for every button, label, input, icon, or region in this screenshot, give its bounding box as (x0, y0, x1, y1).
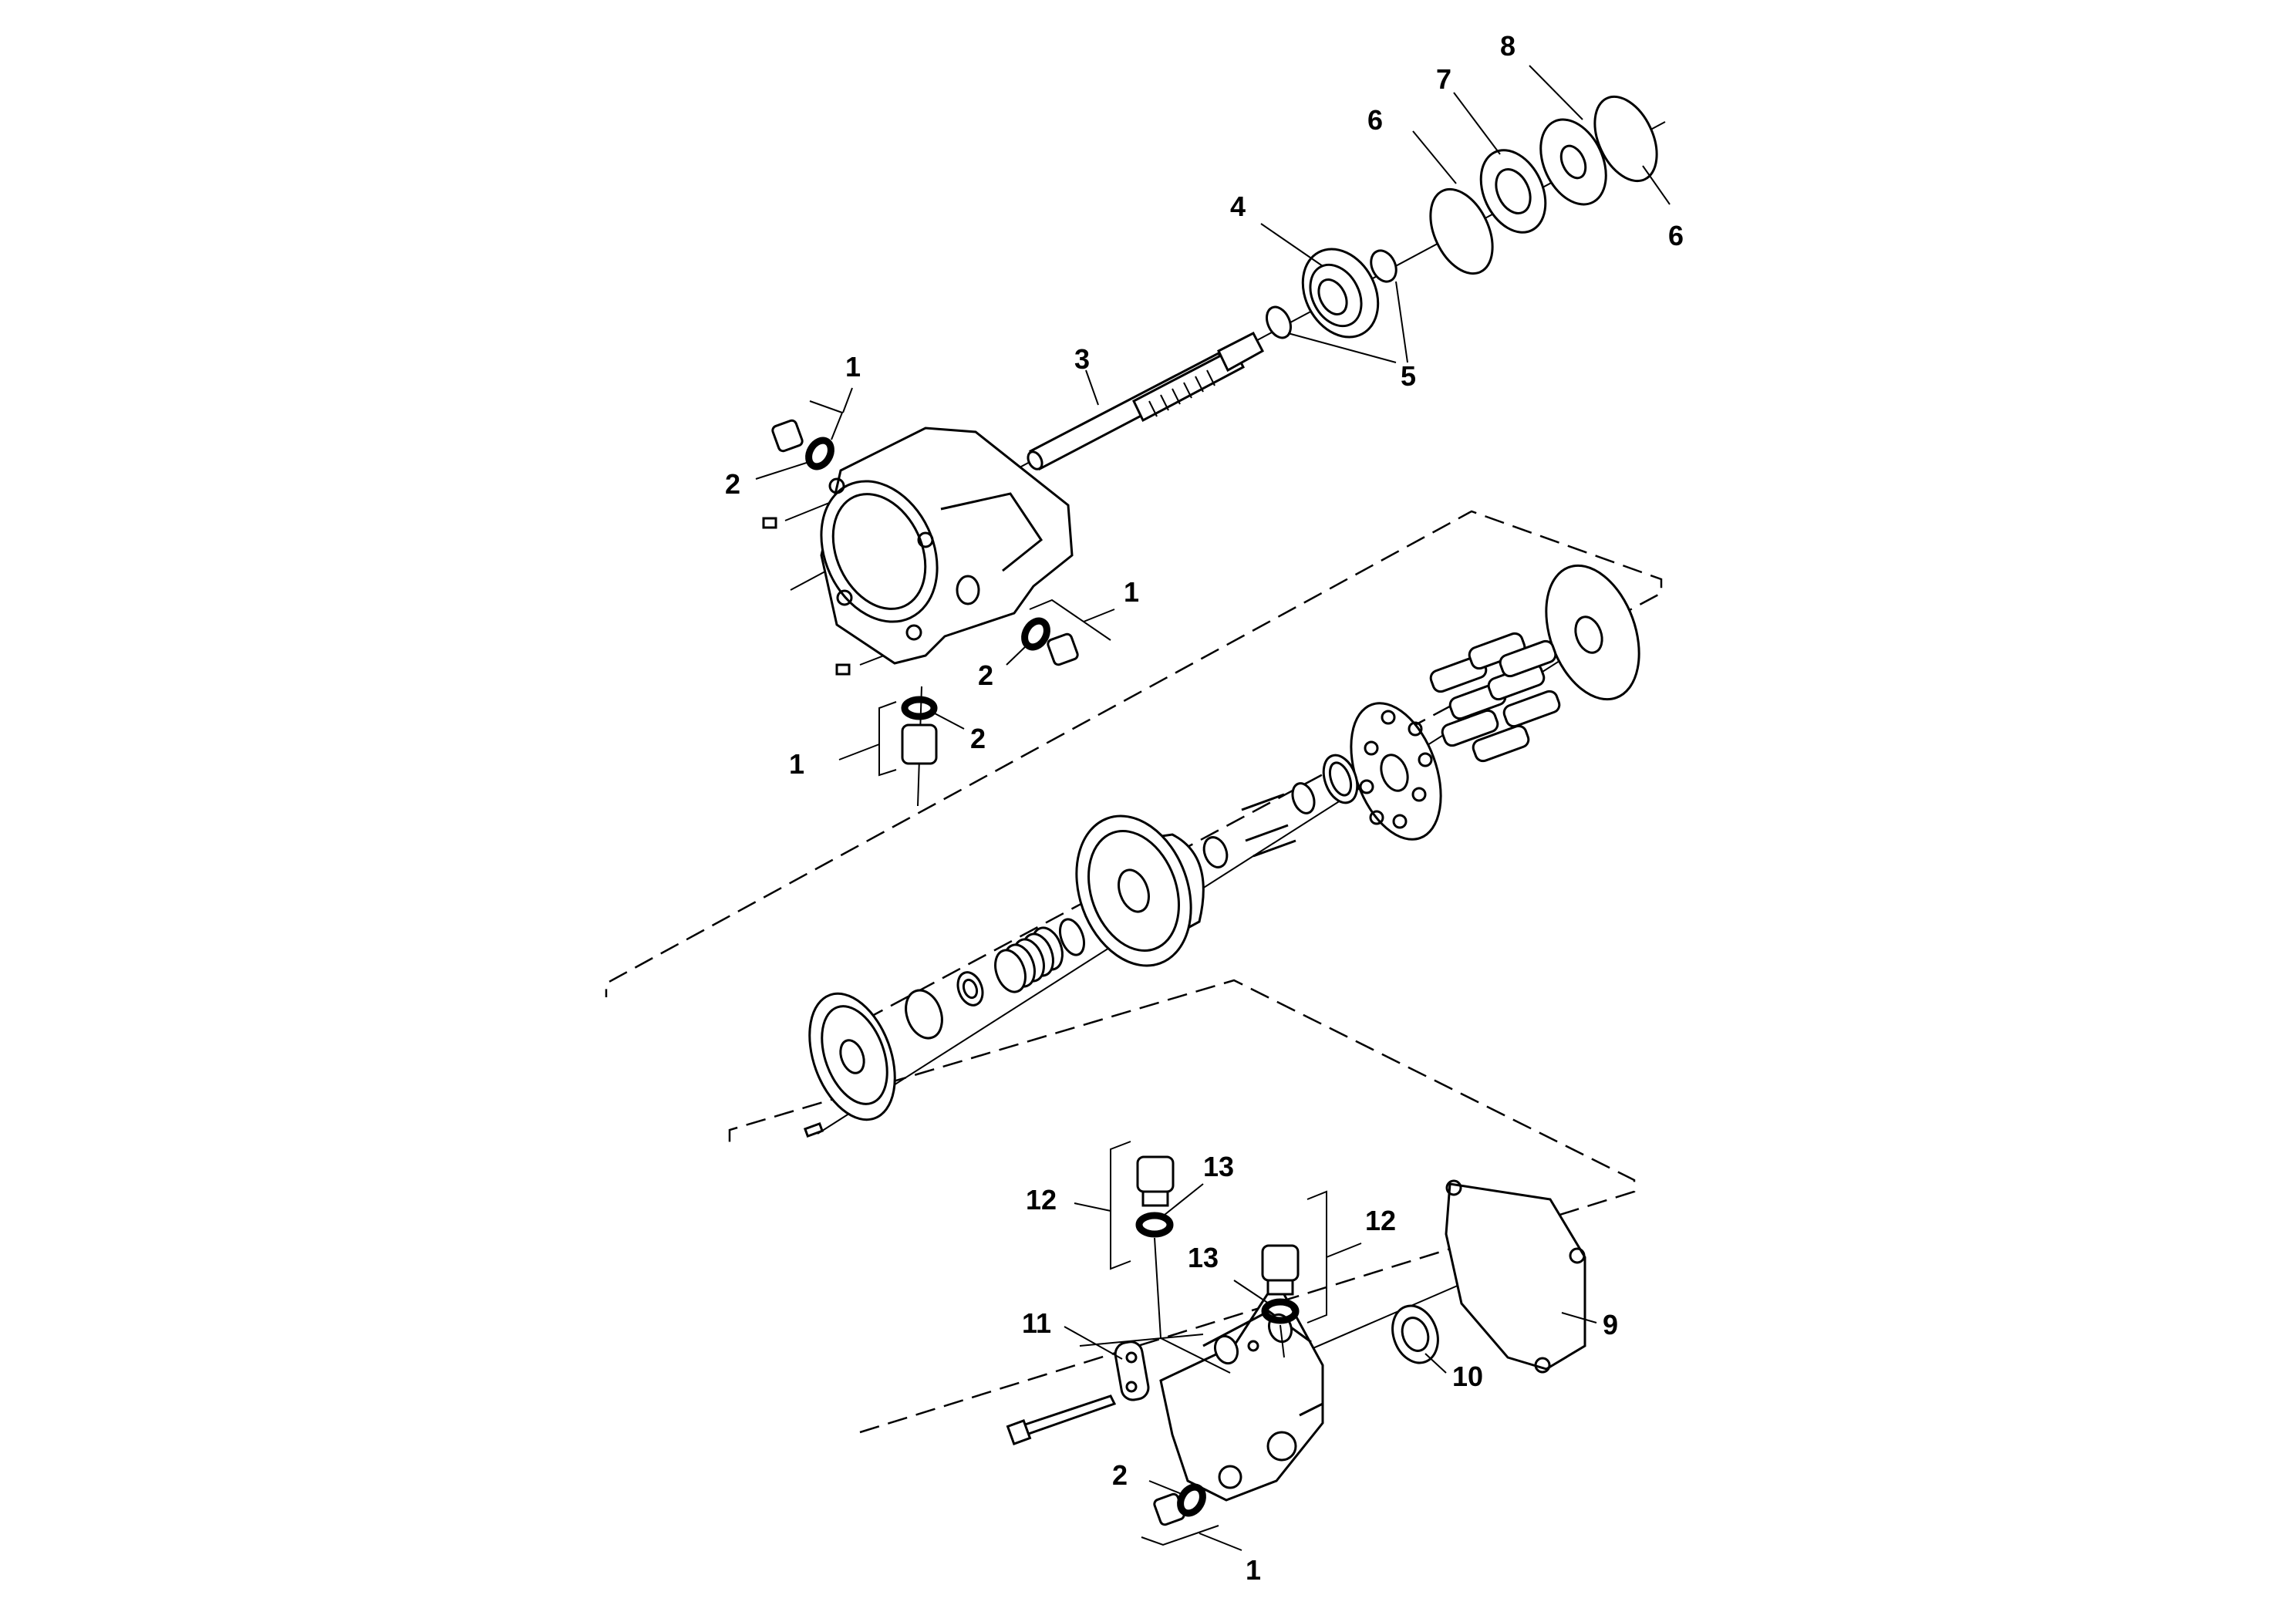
o-ring-icon (805, 437, 834, 470)
callout-oring-bottom: 2 (970, 723, 986, 754)
callout-shaft-seal: 7 (1436, 63, 1451, 95)
callout-endcap-oring: 2 (1112, 1459, 1128, 1491)
valve-plate-icon (808, 992, 896, 1121)
gasket-icon (1445, 1179, 1586, 1374)
relief-valve-icon (1136, 1155, 1175, 1207)
snap-ring-icon (1266, 305, 1292, 339)
o-ring-icon (1135, 1212, 1174, 1238)
callout-plug-bottom: 1 (789, 748, 804, 780)
callout-oring-top: 2 (725, 468, 740, 500)
bracket-icon (1114, 1340, 1150, 1401)
callout-retaining-ring-left: 6 (1367, 104, 1383, 136)
o-ring-icon (1261, 1298, 1300, 1324)
callout-oring-side: 2 (978, 659, 993, 691)
callout-snap-ring: 5 (1401, 360, 1416, 392)
callout-retaining-ring-right: 6 (1668, 220, 1684, 251)
plug-icon (771, 419, 804, 453)
dowel-pin-icon (803, 1121, 824, 1138)
housing-bolt-top (762, 517, 777, 529)
piston-cluster-icon (1429, 632, 1561, 763)
pin-icon (1241, 793, 1296, 858)
callout-washer: 8 (1500, 30, 1515, 62)
o-ring-icon (905, 989, 943, 1040)
callout-endcap-plug: 1 (1246, 1554, 1261, 1586)
ring-icon (1202, 836, 1229, 868)
callout-relief-oring-right: 13 (1188, 1242, 1219, 1273)
plug-icon (1047, 632, 1079, 666)
swashplate-disc-icon (1545, 564, 1640, 701)
housing-bolt-bottom (835, 663, 851, 676)
shaft-seal-icon (1479, 149, 1547, 234)
snap-ring-icon (1370, 249, 1397, 283)
bolt-icon (1006, 1394, 1117, 1445)
callout-bolt-bracket: 11 (1022, 1307, 1051, 1339)
callout-shaft: 3 (1074, 343, 1090, 375)
o-ring-icon (1021, 617, 1050, 651)
needle-bearing-icon (1391, 1304, 1439, 1364)
callout-needle-bearing: 10 (1452, 1361, 1483, 1392)
cylinder-barrel-icon (1075, 814, 1205, 967)
drive-shaft (1027, 331, 1265, 471)
o-ring-icon (1177, 1483, 1206, 1517)
relief-valve-icon (1261, 1244, 1300, 1296)
callout-relief-valve-right: 12 (1365, 1205, 1396, 1236)
washer-icon (956, 971, 984, 1007)
o-ring-icon (901, 696, 938, 720)
motor-housing (762, 427, 1074, 676)
ring-icon (1291, 782, 1316, 814)
callout-bearing: 4 (1230, 191, 1246, 222)
callout-relief-valve-left: 12 (1026, 1184, 1057, 1216)
plug-icon (901, 723, 938, 765)
retainer-plate-icon (1350, 702, 1442, 841)
callout-plug-top: 1 (845, 351, 861, 383)
retaining-ring-icon (1429, 187, 1494, 275)
bearing-icon (1301, 248, 1380, 339)
washer-icon (1539, 118, 1607, 206)
callout-relief-oring-left: 13 (1203, 1151, 1234, 1182)
callout-plug-side: 1 (1124, 576, 1139, 608)
housing-port (956, 575, 980, 605)
pivot-ring-icon (1322, 754, 1359, 804)
spring-icon (994, 918, 1086, 993)
callout-gasket: 9 (1603, 1309, 1618, 1340)
